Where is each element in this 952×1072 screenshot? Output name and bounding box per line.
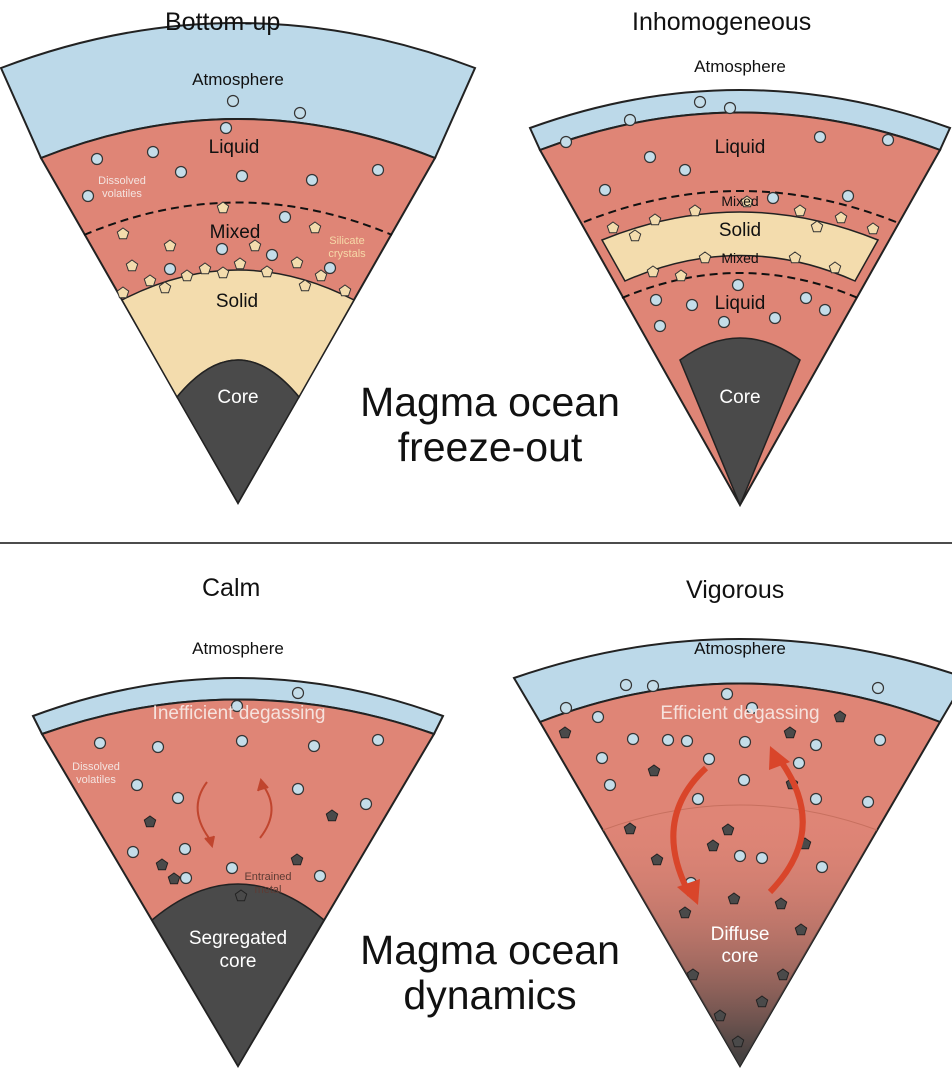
- entrained-metal: [143, 809, 339, 902]
- solid-label: Solid: [719, 220, 761, 241]
- core-label-line2: core: [722, 946, 759, 967]
- degassing-label: Inefficient degassing: [153, 703, 326, 724]
- circulation-arrows: [196, 777, 273, 849]
- diffuse-core-boundary: [602, 804, 878, 831]
- section-label-line1: Magma ocean: [360, 927, 620, 973]
- atmosphere-label: Atmosphere: [694, 57, 786, 76]
- panel-title-vigorous: Vigorous: [686, 576, 785, 604]
- silicate-crystals-label-line1: Silicate: [329, 235, 364, 247]
- solid-label: Solid: [216, 291, 258, 312]
- atmosphere-label: Atmosphere: [192, 70, 284, 89]
- core: [679, 337, 801, 507]
- magma-layer: [538, 111, 942, 508]
- mixed-label: Mixed: [210, 222, 261, 243]
- atmosphere-label: Atmosphere: [694, 639, 786, 658]
- upward-arrow-head: [257, 777, 269, 792]
- dissolved-volatiles: [81, 94, 385, 276]
- section-label-dynamics: Magma ocean dynamics: [335, 928, 645, 1018]
- section-label-line2: dynamics: [403, 972, 577, 1018]
- silicate-crystals: [606, 195, 880, 282]
- section-label-freeze-out: Magma ocean freeze-out: [335, 380, 645, 470]
- liquid-label: Liquid: [209, 137, 260, 158]
- dissolved-volatiles-label-line1: Dissolved: [72, 761, 120, 773]
- dissolved-volatiles-label-line2: volatiles: [76, 774, 116, 786]
- core-label-line1: Diffuse: [711, 924, 770, 945]
- mixed-lower-label: Mixed: [721, 250, 758, 266]
- solid-layer: [600, 211, 880, 282]
- circulation-arrows: [670, 746, 806, 905]
- core-label: Core: [719, 387, 760, 408]
- panel-title-bottom-up: Bottom-up: [165, 8, 281, 36]
- core-label: Core: [217, 387, 258, 408]
- panel-calm: Atmosphere Inefficient degassing Dissolv…: [31, 639, 445, 1068]
- liquid-lower-label: Liquid: [715, 293, 766, 314]
- degassing-label: Efficient degassing: [660, 703, 819, 724]
- upper-mixed-boundary: [583, 190, 897, 223]
- panel-vigorous: Atmosphere Efficient degassing Diffuse c…: [512, 638, 952, 1068]
- section-label-line1: Magma ocean: [360, 379, 620, 425]
- lower-mixed-boundary: [621, 272, 859, 299]
- silicate-crystals: [116, 201, 352, 299]
- dissolved-volatiles: [559, 678, 887, 890]
- diffuse-core-region: [603, 805, 877, 1066]
- dissolved-volatiles-label-line1: Dissolved: [98, 175, 146, 187]
- panel-inhomogeneous: Atmosphere Liquid Mixed Solid Mixed Liqu…: [528, 57, 952, 508]
- downward-arrow: [196, 781, 213, 843]
- core: [176, 359, 300, 505]
- dissolved-volatiles-label-line2: volatiles: [102, 188, 142, 200]
- downward-arrow-head: [677, 879, 700, 905]
- downward-arrow: [670, 765, 709, 897]
- mixed-upper-label: Mixed: [721, 193, 758, 209]
- entrained-metal-label-line1: Entrained: [244, 871, 291, 883]
- liquid-upper-label: Liquid: [715, 137, 766, 158]
- entrained-metal-label-line2: metal: [255, 884, 282, 896]
- silicate-crystals-label-line2: crystals: [328, 248, 366, 260]
- panel-title-inhomogeneous: Inhomogeneous: [632, 8, 812, 36]
- dissolved-volatiles: [559, 95, 895, 333]
- segregated-core: [151, 883, 325, 1068]
- core-label-line2: core: [220, 951, 257, 972]
- upward-arrow: [767, 758, 806, 895]
- panel-bottom-up: Atmosphere Liquid Mixed Solid Core Disso…: [0, 22, 477, 506]
- core-label-line1: Segregated: [189, 928, 287, 949]
- downward-arrow-head: [204, 835, 215, 849]
- liquid-mixed-boundary: [83, 201, 393, 236]
- dissolved-volatiles: [93, 686, 385, 885]
- upward-arrow-head: [769, 746, 790, 770]
- panel-title-calm: Calm: [202, 574, 261, 602]
- section-label-line2: freeze-out: [397, 424, 583, 470]
- atmosphere-label: Atmosphere: [192, 639, 284, 658]
- magma-layer: [40, 698, 436, 1068]
